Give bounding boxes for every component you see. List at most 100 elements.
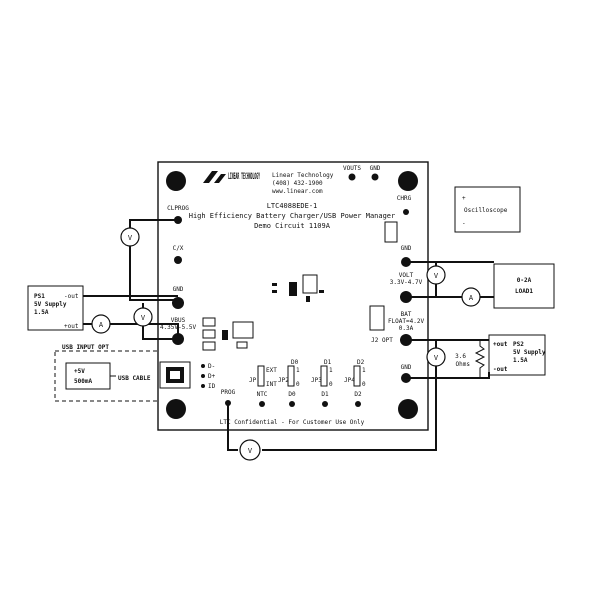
ps1-box: [27, 285, 84, 331]
usb-cable-label: USB CABLE: [118, 375, 151, 382]
ntc-post: [259, 401, 265, 407]
svg-text:1: 1: [329, 367, 333, 374]
d2-label: D2: [354, 391, 362, 398]
ps1-minus: -out: [64, 293, 79, 300]
volt-label: VOLT: [399, 272, 414, 279]
ps1-current: 1.5A: [34, 309, 49, 316]
gnd-left-label: GND: [173, 286, 184, 293]
jumper-jp3: D1 JP3 1 0: [311, 359, 333, 388]
svg-text:1: 1: [362, 367, 366, 374]
ps1-name: PS1: [34, 293, 45, 300]
ps2-plus: +out: [493, 341, 508, 348]
usb-dplus-post: [201, 374, 205, 378]
svg-text:JP2: JP2: [278, 377, 289, 384]
linear-logo: LINEAR TECHNOLOGY: [203, 171, 260, 183]
jumper-jp1: JP EXT INT: [249, 365, 277, 388]
bat-float: FLOAT=4.2V: [388, 318, 425, 325]
usb-id-post: [201, 384, 205, 388]
usb-dplus-label: D+: [208, 373, 216, 380]
usb-opt-title: USB INPUT OPT: [62, 344, 109, 351]
load-ammeter: [461, 287, 481, 307]
svg-text:V: V: [141, 314, 146, 322]
volt-range: 3.3V-4.7V: [390, 279, 423, 286]
wire-vbus-vm-bot: [142, 326, 178, 340]
prog-label: PROG: [221, 389, 236, 396]
d2-post: [355, 401, 361, 407]
vbus-ammeter: [91, 314, 111, 334]
load-box: [493, 263, 555, 309]
mounting-hole: [166, 399, 186, 419]
company-phone: (408) 432-1900: [272, 180, 323, 187]
chrg-jumper: [384, 221, 398, 243]
ntc-label: NTC: [257, 391, 268, 398]
wire-clprog: [129, 219, 178, 228]
svg-text:JP4: JP4: [344, 377, 355, 384]
gnd-top-label: GND: [370, 165, 381, 172]
gnd-bottom-right-label: GND: [401, 364, 412, 371]
svg-text:0: 0: [362, 381, 366, 388]
usb-source-box: [65, 362, 111, 390]
voutl-label: VOUTS: [343, 165, 361, 172]
ps2-current: 1.5A: [513, 357, 528, 364]
prog-voltmeter: [239, 439, 261, 461]
chrg-post: [403, 209, 409, 215]
usb-source-current: 500mA: [74, 378, 92, 385]
svg-text:EXT: EXT: [266, 367, 277, 374]
ps1-spec: 5V Supply: [34, 301, 67, 308]
company-web: www.linear.com: [272, 188, 323, 195]
wire-ps2-neg: [406, 372, 490, 379]
d1-label: D1: [321, 391, 329, 398]
wire-prog: [227, 403, 238, 451]
usb-opt-box: [54, 350, 159, 402]
usb-source-voltage: +5V: [74, 368, 85, 375]
gnd-left-post: [172, 297, 184, 309]
wire-clprog-gnd: [129, 246, 178, 301]
d0-post: [289, 401, 295, 407]
svg-text:0: 0: [296, 381, 300, 388]
load-range: 0-2A: [517, 277, 532, 284]
load-name: LOAD1: [515, 288, 533, 295]
d1-post: [322, 401, 328, 407]
vbus-voltmeter: [133, 307, 153, 327]
resistor-value: 3.6: [455, 353, 466, 360]
company-name: Linear Technology: [272, 172, 334, 179]
board-title: High Efficiency Battery Charger/USB Powe…: [189, 212, 396, 220]
logo-text: LINEAR TECHNOLOGY: [228, 172, 260, 182]
wire-ps1-pos-b: [110, 323, 179, 339]
ps1-plus: +out: [64, 323, 79, 330]
osc-name: Oscilloscope: [464, 207, 508, 214]
gnd-right-label: GND: [401, 245, 412, 252]
ps2-name: PS2: [513, 341, 524, 348]
bat-connector: [369, 305, 385, 331]
usb-id-label: ID: [208, 383, 216, 390]
bat-label: BAT: [401, 311, 412, 318]
svg-text:D2: D2: [357, 359, 365, 366]
board-demo-circuit: Demo Circuit 1109A: [254, 222, 331, 230]
clprog-voltmeter: [120, 227, 140, 247]
usb-dminus-post: [201, 364, 205, 368]
jumper-jp4: D2 JP4 1 0: [344, 359, 366, 388]
chrg-bar-label: C/X: [173, 245, 184, 252]
mounting-hole: [166, 171, 186, 191]
svg-text:V: V: [128, 234, 133, 242]
voutl-post: [348, 173, 356, 181]
svg-text:JP3: JP3: [311, 377, 322, 384]
board-part-number: LTC4088EDE-1: [267, 202, 318, 210]
svg-text:A: A: [469, 294, 474, 302]
ps2-spec: 5V Supply: [513, 349, 546, 356]
osc-plus: +: [462, 195, 466, 202]
resistor-unit: Ohms: [456, 361, 471, 368]
svg-text:D0: D0: [291, 359, 299, 366]
mounting-hole: [398, 399, 418, 419]
svg-text:JP: JP: [249, 377, 257, 384]
oscilloscope-box: [454, 186, 521, 233]
svg-text:A: A: [99, 321, 104, 329]
svg-text:INT: INT: [266, 381, 277, 388]
usb-connector: [159, 361, 191, 389]
vbus-label: VBUS: [171, 317, 186, 324]
bat-voltmeter: [426, 347, 446, 367]
bat-opt-label: J2 OPT: [371, 337, 393, 344]
ps2-box: [488, 334, 546, 376]
d0-label: D0: [288, 391, 296, 398]
